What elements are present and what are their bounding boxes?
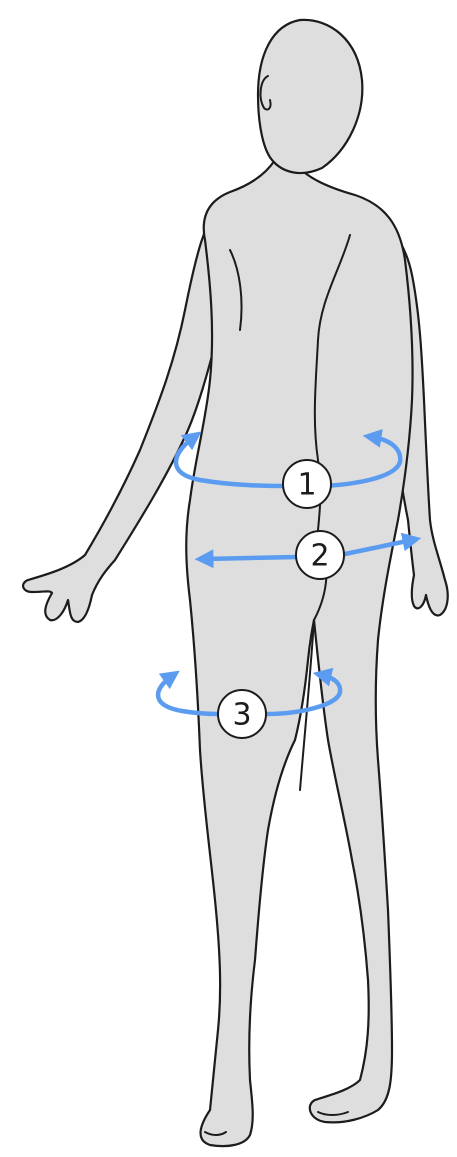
marker-3-label: 3 xyxy=(232,698,251,733)
marker-2-label: 2 xyxy=(310,539,329,574)
torso-and-legs xyxy=(186,160,412,1146)
marker-1-label: 1 xyxy=(297,468,316,503)
head xyxy=(258,20,362,173)
human-figure-back-view xyxy=(23,20,448,1146)
